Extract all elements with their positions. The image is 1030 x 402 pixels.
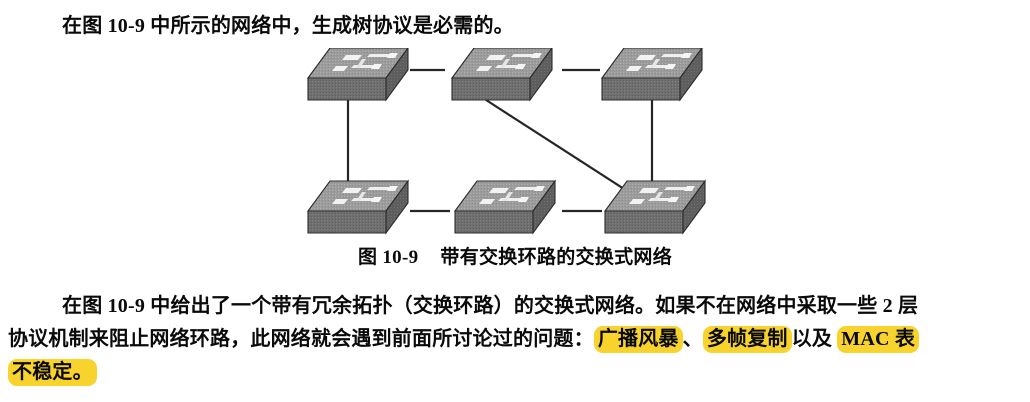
switch-node-bottom-middle xyxy=(454,180,556,234)
intro-paragraph: 在图 10-9 中所示的网络中，生成树协议是必需的。 xyxy=(62,15,514,37)
body-line-1: 在图 10-9 中给出了一个带有冗余拓扑（交换环路）的交换式网络。如果不在网络中… xyxy=(0,290,1030,323)
body-line-2-seg-plain-a: 协议机制来阻止网络环路，此网络就会遇到前面所讨论过的问题： xyxy=(8,328,594,350)
figure-caption-label: 图 10-9 xyxy=(358,247,419,268)
body-line-1-text: 在图 10-9 中给出了一个带有冗余拓扑（交换环路）的交换式网络。如果不在网络中… xyxy=(62,295,919,317)
body-paragraph: 在图 10-9 中给出了一个带有冗余拓扑（交换环路）的交换式网络。如果不在网络中… xyxy=(0,290,1030,389)
body-line-3: 不稳定。 xyxy=(0,356,1030,389)
highlight-multiple-frame-copies: 多帧复制 xyxy=(702,326,792,353)
highlight-broadcast-storm: 广播风暴 xyxy=(593,326,683,353)
switch-node-bottom-right xyxy=(604,180,706,234)
body-line-2: 协议机制来阻止网络环路，此网络就会遇到前面所讨论过的问题：广播风暴、多帧复制以及… xyxy=(0,323,1030,356)
switch-node-top-middle xyxy=(451,47,553,101)
network-links xyxy=(346,68,654,213)
figure-caption: 图 10-9 带有交换环路的交换式网络 xyxy=(0,242,1030,269)
figure-caption-text: 带有交换环路的交换式网络 xyxy=(440,247,672,268)
highlight-instability: 不稳定。 xyxy=(8,359,97,386)
switch-node-top-left xyxy=(307,47,409,101)
network-topology-figure xyxy=(300,47,720,238)
link-top-middle-to-bottom-right-diagonal xyxy=(482,97,639,199)
body-line-2-seg-punct: 、 xyxy=(682,328,703,350)
switch-node-top-right xyxy=(601,47,703,101)
switch-node-bottom-left xyxy=(307,180,409,234)
body-line-2-seg-plain-b: 以及 xyxy=(791,328,838,350)
network-diagram-svg xyxy=(307,47,706,234)
highlight-mac-table: MAC 表 xyxy=(837,326,920,353)
